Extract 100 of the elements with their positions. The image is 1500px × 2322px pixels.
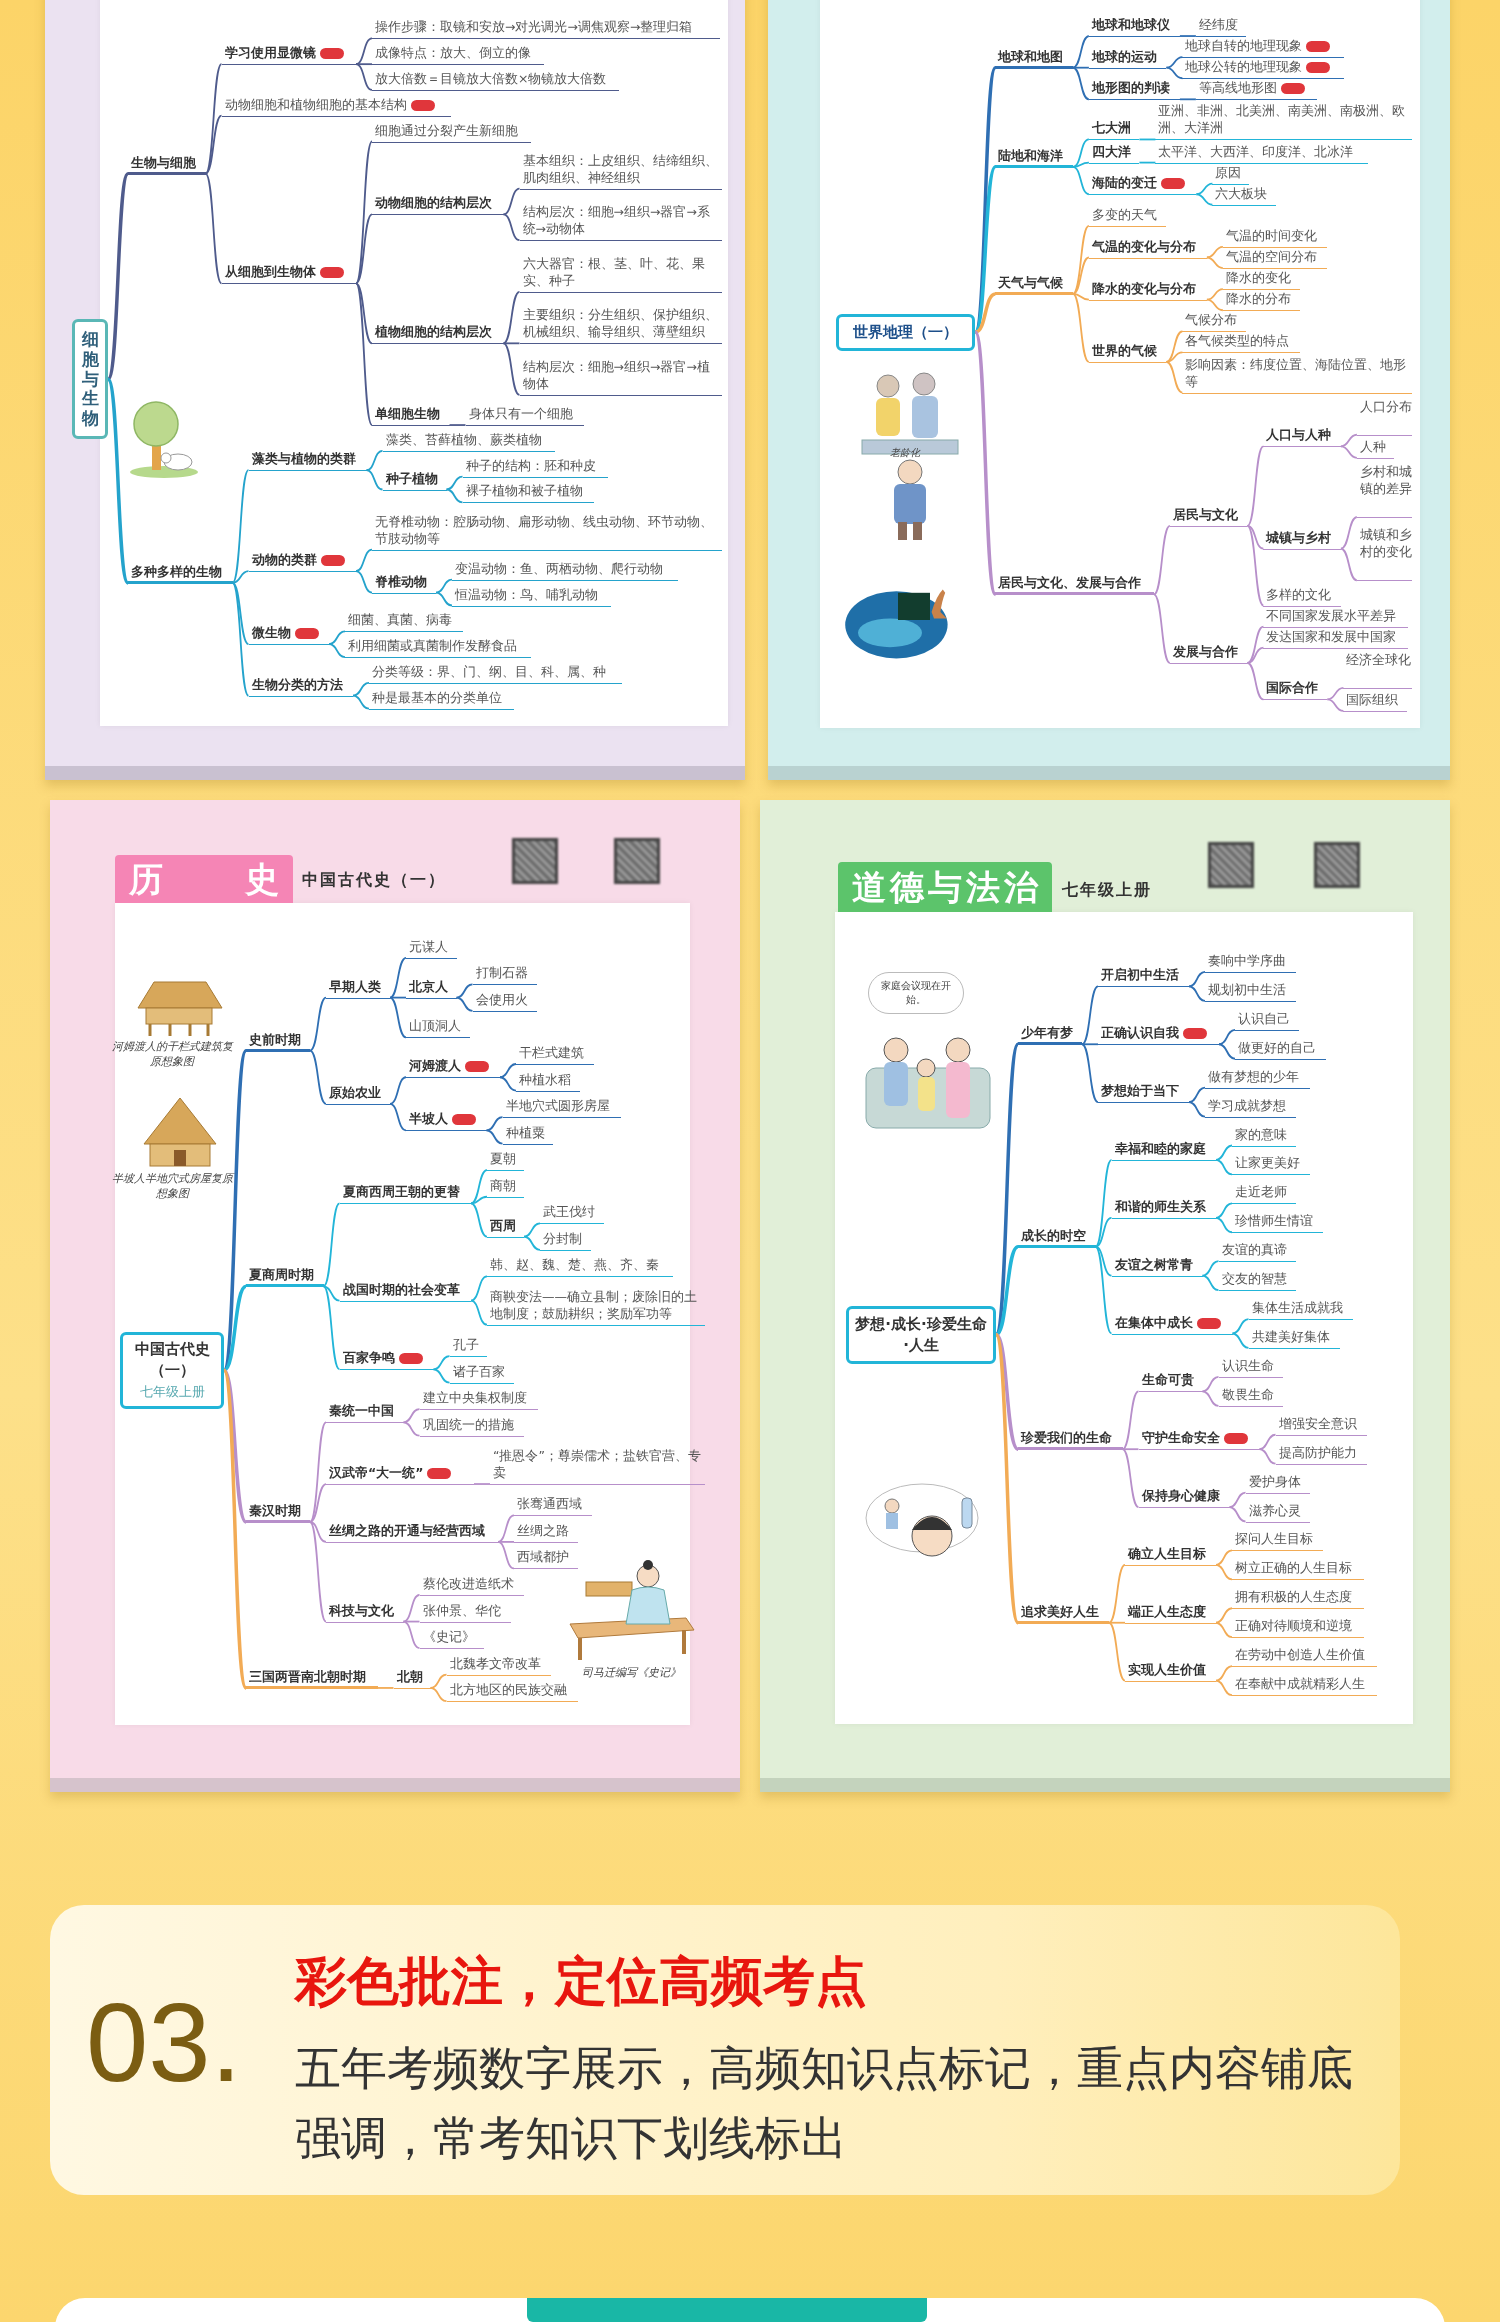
leaf-topic (1235, 1009, 1299, 1031)
branch-line (499, 1076, 517, 1092)
branch-topic (995, 47, 1073, 69)
leaf-topic (1195, 79, 1317, 101)
topic-label: 学习成就梦想 (1208, 1097, 1286, 1113)
topic-label: 半坡人 (409, 1111, 448, 1127)
branch-line (994, 1333, 1020, 1624)
branch-line (1228, 1491, 1247, 1508)
branch-line (352, 681, 370, 697)
leaf-topic (519, 254, 722, 293)
leaf-topic (1232, 1646, 1377, 1668)
branch-topic (326, 1402, 404, 1424)
branch-topic (1098, 1024, 1219, 1046)
branch-topic (1263, 426, 1341, 448)
branch-topic (1111, 1255, 1203, 1277)
topic-label: 等高线地形图 (1198, 80, 1277, 96)
topic-label: 细菌、真菌、病毒 (348, 612, 452, 628)
branch-line (1206, 256, 1224, 269)
branch-line (1108, 1621, 1126, 1682)
leaf-topic (514, 1495, 592, 1517)
branch-line (499, 1063, 517, 1079)
leaf-topic (1222, 226, 1328, 248)
topic-label: 单细胞生物 (375, 406, 440, 422)
topic-label: 滋养心灵 (1248, 1502, 1301, 1518)
branch-line (1072, 66, 1090, 69)
topic-label: 国际组织 (1346, 691, 1399, 707)
central-topic-title: 世界地理（一） (853, 321, 959, 343)
topic-label: 史前时期 (249, 1031, 301, 1047)
leaf-topic (462, 482, 594, 504)
leaf-topic (372, 512, 722, 551)
topic-label: 商朝 (490, 1177, 516, 1193)
topic-label: “推恩令”；尊崇儒术；盐铁官营、专卖 (493, 1448, 701, 1481)
topic-label: 认识生命 (1221, 1357, 1274, 1373)
branch-line (1165, 56, 1184, 69)
branch-line (1215, 1679, 1233, 1696)
topic-label: 在劳动中创造人生价值 (1235, 1647, 1365, 1663)
topic-label: 张骞通西域 (517, 1496, 582, 1512)
branch-line (995, 1245, 1019, 1336)
leaf-topic (1155, 142, 1368, 164)
branch-line (231, 469, 250, 584)
topic-label: 六大器官：根、茎、叶、花、果实、种子 (522, 255, 705, 288)
topic-label: 奏响中学序曲 (1208, 952, 1286, 968)
topic-label: 分封制 (543, 1230, 582, 1246)
leaf-topic (406, 1017, 470, 1039)
branch-line (1138, 138, 1157, 141)
branch-line (355, 213, 373, 285)
branch-topic (246, 1502, 310, 1523)
topic-label: 微生物 (251, 625, 291, 641)
topic-label: 气温的时间变化 (1225, 227, 1317, 243)
topic-label: 珍爱我们的生命 (1021, 1430, 1112, 1446)
topic-label: 分类等级：界、门、纲、目、科、属、种 (372, 663, 606, 679)
topic-label: 各气候类型的特点 (1185, 333, 1290, 349)
branch-topic (406, 1110, 487, 1132)
branch-topic (372, 405, 450, 427)
branch-line (309, 1521, 327, 1543)
branch-line (1215, 1607, 1233, 1624)
branch-topic (326, 1521, 498, 1543)
branch-line (1153, 593, 1171, 664)
branch-topic (1088, 79, 1180, 101)
topic-label: 原因 (1215, 164, 1242, 180)
topic-label: 气温的变化与分布 (1091, 238, 1196, 254)
topic-label: 商鞅变法——确立县制；废除旧的土地制度；鼓励耕织；奖励军功等 (490, 1288, 697, 1321)
branch-line (231, 582, 250, 697)
illustration-caption: 司马迁编写《史记》 (580, 1666, 682, 1681)
branch-line (470, 1195, 488, 1205)
branch-topic (248, 551, 356, 573)
topic-label: 地球自转的地理现象 (1185, 38, 1303, 54)
branch-line (355, 37, 373, 66)
topic-label: 原始农业 (329, 1084, 381, 1100)
feature-card (50, 1905, 1400, 2195)
branch-line (473, 1483, 491, 1485)
topic-label: 干栏式建筑 (519, 1044, 584, 1060)
branch-topic (128, 153, 206, 175)
branch-line (106, 378, 130, 584)
branch-line (1072, 293, 1090, 363)
branch-line (328, 643, 346, 658)
branch-line (1165, 351, 1184, 363)
topic-label: 夏商周时期 (249, 1267, 314, 1283)
topic-label: 守护生命安全 (1141, 1430, 1220, 1446)
branch-line (1340, 516, 1358, 550)
branch-line (322, 1202, 341, 1288)
leaf-topic (372, 69, 620, 91)
topic-label: 规划初中生活 (1208, 981, 1286, 997)
branch-line (1072, 161, 1090, 168)
central-topic-title: 细胞与生物 (81, 330, 99, 429)
leaf-topic (487, 1176, 524, 1198)
leaf-topic (1356, 437, 1394, 459)
leaf-topic (519, 357, 722, 396)
leaf-topic (1232, 1154, 1310, 1176)
branch-line (1326, 686, 1345, 701)
branch-topic (372, 572, 436, 594)
branch-line (455, 996, 474, 1012)
topic-label: 走近老师 (1235, 1184, 1287, 1200)
topic-label: 变温动物：鱼、两栖动物、爬行动物 (455, 560, 663, 576)
topic-label: 共建美好集体 (1251, 1328, 1330, 1344)
branch-line (1072, 138, 1090, 168)
topic-label: 和谐的师生关系 (1114, 1198, 1206, 1214)
topic-label: 探问人生目标 (1235, 1531, 1313, 1547)
branch-topic (1111, 1313, 1233, 1335)
topic-label: 经济全球化 (1346, 651, 1412, 667)
